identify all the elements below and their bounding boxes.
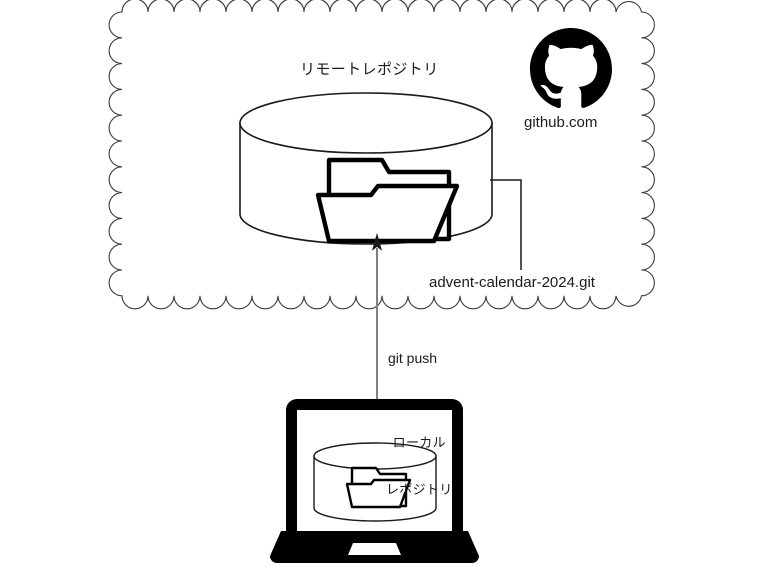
folder-front-panel xyxy=(315,183,460,244)
local-folder-front-panel xyxy=(345,478,412,509)
arrow-head-icon xyxy=(371,232,383,251)
laptop-trackpad xyxy=(348,543,401,555)
remote-open-folder-icon xyxy=(315,157,460,244)
remote-repository-title: リモートレポジトリ xyxy=(300,61,439,78)
local-repository-label-line1: ローカル xyxy=(392,434,446,450)
github-octocat-icon xyxy=(530,28,612,109)
github-domain-label: github.com xyxy=(524,114,598,131)
repository-name-leader-line xyxy=(490,179,522,270)
git-push-command-label: git push xyxy=(388,350,438,366)
local-repository-label-line2: レポジトリ xyxy=(386,482,453,498)
local-open-folder-icon xyxy=(345,466,412,509)
local-repository-label: ローカル レポジトリ xyxy=(386,403,453,530)
repository-name-label: advent-calendar-2024.git xyxy=(429,274,595,291)
cylinder-top xyxy=(239,92,493,154)
